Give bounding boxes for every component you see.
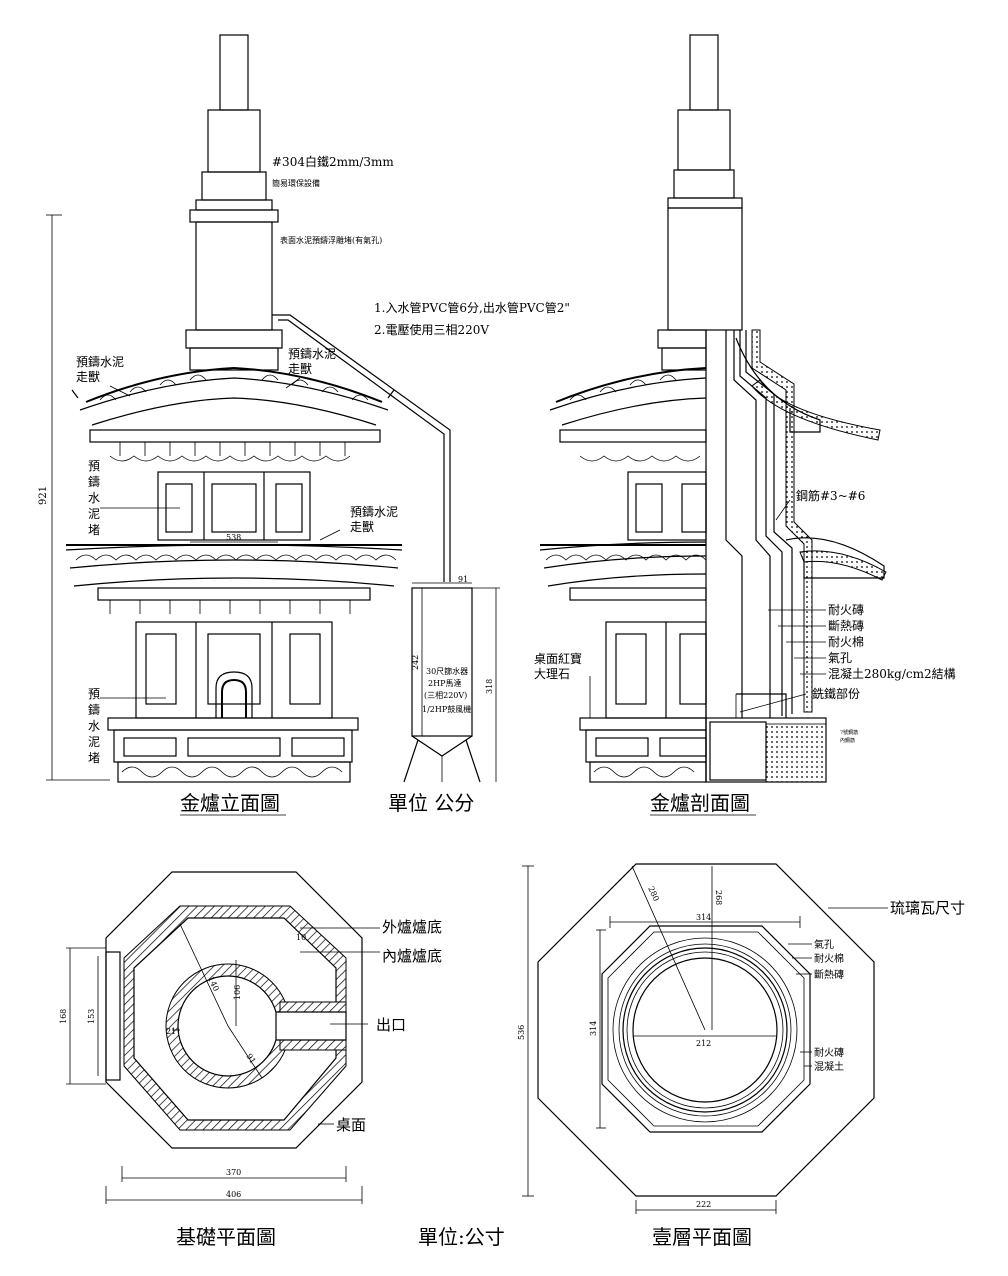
surface-note: 表面水泥預鑄浮雕堵(有氣孔)	[280, 235, 382, 245]
ff-label-air-hole: 氣孔	[814, 938, 834, 951]
layer-concrete: 混凝土280kg/cm2結構	[828, 666, 956, 681]
beast-upper-left-1: 預鑄水泥	[76, 354, 124, 369]
dim-106: 106	[233, 985, 242, 1000]
layer-fire-wool: 耐火棉	[828, 635, 864, 649]
label-outlet: 出口	[376, 1016, 406, 1034]
dim-total-height: 921	[38, 486, 49, 505]
layer-firebrick: 耐火磚	[828, 603, 864, 617]
dim-153: 153	[87, 1009, 96, 1024]
panel-lower-char: 預	[88, 687, 100, 701]
ff-label-insulating-brick: 斷熱磚	[814, 968, 844, 981]
dim-21: 21	[166, 1027, 176, 1036]
section-small-note-2: 內鋼筋	[840, 737, 855, 744]
section-caption: 金爐剖面圖	[650, 791, 750, 815]
panel-upper-char: 水	[88, 491, 100, 505]
note-1: 1.入水管PVC管6分,出水管PVC管2"	[374, 300, 570, 315]
layer-insulating-brick: 斷熱磚	[828, 619, 864, 633]
beast-upper-right-2: 走獸	[288, 362, 312, 376]
marble-label-2: 大理石	[534, 667, 570, 681]
section-small-note-1: 7號鋼筋	[840, 729, 858, 736]
panel-upper-char: 泥	[88, 507, 100, 521]
foundation-plan: 外爐爐底 內爐爐底 出口 桌面 168 153 370 406 91 140 1…	[59, 871, 442, 1249]
panel-upper-label: 預 鑄 水 泥 堵	[88, 459, 100, 537]
marble-label-1: 桌面紅寶	[534, 651, 582, 666]
dim-mid-width: 538	[226, 533, 241, 542]
label-outer-bottom: 外爐爐底	[382, 918, 442, 936]
dim-406: 406	[226, 1190, 241, 1199]
beast-lower-2: 走獸	[350, 520, 374, 534]
panel-upper-char: 堵	[88, 523, 100, 537]
foundation-caption: 基礎平面圖	[176, 1225, 276, 1249]
elevation-drawing: #304白鐵2mm/3mm 簡易環保設備 表面水泥預鑄浮雕堵(有氣孔) 1.入水…	[38, 34, 570, 816]
tank-width: 91	[458, 575, 468, 584]
dim-268: 268	[714, 890, 723, 905]
layer-cast-iron: 銑鐵部份	[812, 686, 860, 701]
dim-168: 168	[59, 1009, 68, 1024]
dim-212: 212	[696, 1039, 711, 1048]
beast-upper-left-2: 走獸	[76, 370, 100, 384]
ff-label-firebrick: 耐火磚	[814, 1046, 844, 1059]
panel-lower-char: 泥	[88, 735, 100, 749]
chimney-note: #304白鐵2mm/3mm	[272, 154, 394, 169]
section-drawing: 鋼筋#3~#6 桌面紅寶 大理石 耐火磚 斷熱磚 耐火棉 氣孔 混凝土280kg…	[534, 34, 956, 816]
rebar-label: 鋼筋#3~#6	[796, 488, 865, 503]
env-note: 簡易環保設備	[272, 178, 320, 188]
beast-lower-1: 預鑄水泥	[350, 504, 398, 519]
panel-lower-char: 水	[88, 719, 100, 733]
tank-text-2: 2HP馬達	[428, 678, 461, 688]
panel-upper-char: 預	[88, 459, 100, 473]
tank-height-b: 318	[485, 679, 494, 694]
label-tabletop: 桌面	[336, 1116, 366, 1134]
beast-upper-right-1: 預鑄水泥	[288, 346, 336, 361]
layer-air-hole: 氣孔	[828, 651, 852, 665]
dim-10: 10	[296, 933, 306, 942]
tank-text-3: (三相220V)	[424, 690, 467, 700]
ff-label-concrete: 混凝土	[814, 1060, 844, 1073]
dim-280: 280	[646, 885, 661, 903]
tank-height-a: 242	[411, 655, 420, 670]
panel-lower-label: 預 鑄 水 泥 堵	[88, 687, 100, 765]
unit-label-bottom: 單位:公寸	[418, 1225, 505, 1249]
panel-upper-char: 鑄	[88, 474, 100, 489]
label-inner-bottom: 內爐爐底	[382, 947, 442, 965]
note-2: 2.電壓使用三相220V	[374, 322, 489, 337]
panel-lower-char: 鑄	[88, 702, 100, 717]
ff-label-fire-wool: 耐火棉	[814, 952, 844, 965]
dim-314-v: 314	[589, 1021, 598, 1036]
elevation-caption: 金爐立面圖	[180, 791, 280, 815]
dim-536: 536	[517, 1025, 526, 1040]
dim-222: 222	[696, 1200, 711, 1209]
tank-text-1: 30尺篩水器	[426, 666, 468, 676]
tank-text-4: 1/2HP鼓風機	[422, 704, 471, 714]
tile-size-label: 琉璃瓦尺寸	[890, 899, 965, 917]
dim-370: 370	[226, 1168, 241, 1177]
first-floor-caption: 壹層平面圖	[652, 1225, 752, 1249]
dim-314-h: 314	[696, 913, 711, 922]
panel-lower-char: 堵	[88, 751, 100, 765]
unit-label-top: 單位 公分	[388, 791, 474, 815]
first-floor-plan: 琉璃瓦尺寸 氣孔 耐火棉 斷熱磚 耐火磚 混凝土 268 280 314 314…	[517, 863, 965, 1249]
